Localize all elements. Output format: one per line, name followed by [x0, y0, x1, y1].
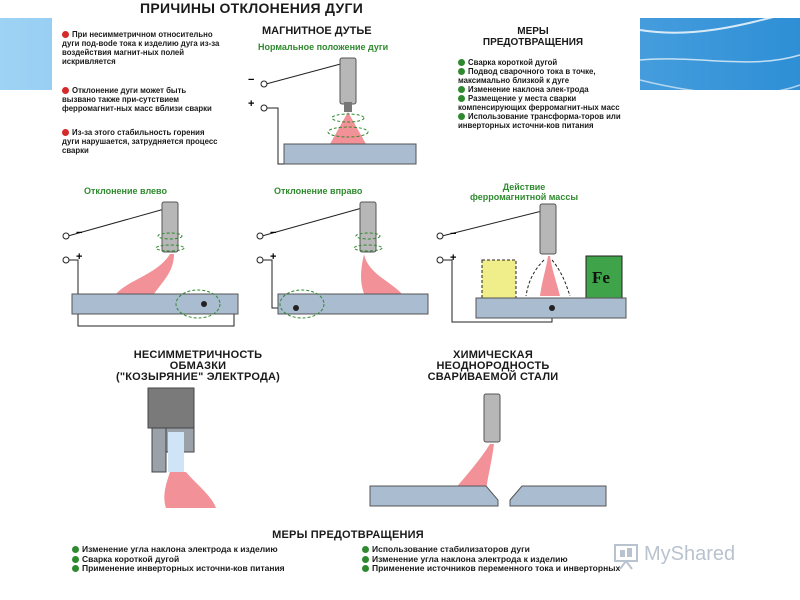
list-item: Изменение угла наклона электрода к издел…	[362, 554, 630, 565]
measures-bottom-heading: МЕРЫ ПРЕДОТВРАЩЕНИЯ	[272, 529, 424, 541]
minus-terminal-label: −	[270, 227, 277, 239]
deflect-left-diagram	[62, 201, 239, 327]
measures-top-heading-line1: МЕРЫ	[517, 26, 549, 37]
list-item: Применение инверторных источни-ков питан…	[72, 563, 342, 574]
bullet-icon	[458, 68, 465, 76]
measures-bottom-right-list: Использование стабилизаторов дуги Измене…	[362, 544, 630, 574]
measures-top-list: Сварка короткой дугой Подвод сварочного …	[458, 58, 636, 130]
list-item: Размещение у места сварки компенсирующих…	[458, 94, 620, 112]
fe-label: Fe	[592, 268, 610, 287]
bullet-icon	[62, 87, 69, 95]
presentation-board-icon	[614, 544, 638, 570]
plus-terminal-label: +	[450, 252, 457, 264]
left-note-text: Из-за этого стабильность горения дуги на…	[62, 128, 218, 155]
bullet-icon	[362, 555, 369, 563]
deflect-right-diagram	[256, 201, 429, 319]
left-note-2: Отклонение дуги может быть вызвано также…	[62, 86, 222, 113]
bullet-icon	[458, 59, 465, 67]
plus-terminal-label: +	[76, 251, 83, 263]
bullet-icon	[458, 95, 465, 103]
left-note-text: При несимметричном относительно дуги под…	[62, 30, 220, 66]
bullet-icon	[458, 113, 465, 121]
ferro-mass-diagram	[436, 203, 627, 323]
list-item: Использование трансформа-торов или инвер…	[458, 112, 621, 130]
chemical-heading: ХИМИЧЕСКАЯ НЕОДНОРОДНОСТЬ СВАРИВАЕМОЙ СТ…	[427, 349, 559, 383]
left-note-1: При несимметричном относительно дуги под…	[62, 30, 222, 66]
plus-terminal-label: +	[270, 251, 277, 263]
deflect-left-caption: Отклонение влево	[84, 186, 167, 196]
bullet-icon	[362, 565, 369, 573]
list-item: Изменение угла наклона электрода к издел…	[72, 544, 342, 555]
list-item: Изменение наклона элек-трода	[458, 85, 636, 94]
list-item: Сварка короткой дугой	[72, 554, 342, 565]
bullet-icon	[362, 546, 369, 554]
list-item: Использование стабилизаторов дуги	[362, 544, 630, 555]
deflect-right-caption: Отклонение вправо	[274, 186, 363, 196]
bullet-icon	[62, 129, 69, 137]
chemical-diagram	[369, 393, 607, 507]
plus-terminal-label: +	[248, 98, 255, 110]
magnetic-subheading: Нормальное положение дуги	[258, 42, 389, 52]
measures-top-heading: МЕРЫ ПРЕДОТВРАЩЕНИЯ	[468, 26, 598, 48]
left-note-text: Отклонение дуги может быть вызвано также…	[62, 86, 212, 113]
bullet-icon	[72, 565, 79, 573]
minus-terminal-label: −	[450, 228, 457, 240]
bullet-icon	[62, 31, 69, 39]
left-note-3: Из-за этого стабильность горения дуги на…	[62, 128, 222, 155]
list-item: Применение источников переменного тока и…	[362, 563, 630, 574]
page-title: ПРИЧИНЫ ОТКЛОНЕНИЯ ДУГИ	[140, 0, 364, 16]
watermark-text: MyShared	[644, 543, 736, 565]
bullet-icon	[72, 555, 79, 563]
ferro-caption: Действие ферромагнитной массы	[470, 182, 579, 202]
list-item: Сварка короткой дугой	[458, 58, 636, 67]
bullet-icon	[458, 86, 465, 94]
minus-terminal-label: −	[76, 227, 83, 239]
measures-top-heading-line2: ПРЕДОТВРАЩЕНИЯ	[482, 37, 584, 48]
coating-diagram	[147, 387, 216, 508]
minus-terminal-label: −	[248, 74, 255, 86]
measures-bottom-left-list: Изменение угла наклона электрода к издел…	[72, 544, 342, 574]
watermark: MyShared	[608, 540, 788, 572]
list-item: Подвод сварочного тока в точке, максимал…	[458, 67, 596, 85]
normal-arc-diagram	[260, 57, 417, 165]
bullet-icon	[72, 546, 79, 554]
magnetic-heading: МАГНИТНОЕ ДУТЬЕ	[262, 25, 372, 37]
coating-heading: НЕСИММЕТРИЧНОСТЬ ОБМАЗКИ ("КОЗЫРЯНИЕ" ЭЛ…	[115, 349, 281, 383]
